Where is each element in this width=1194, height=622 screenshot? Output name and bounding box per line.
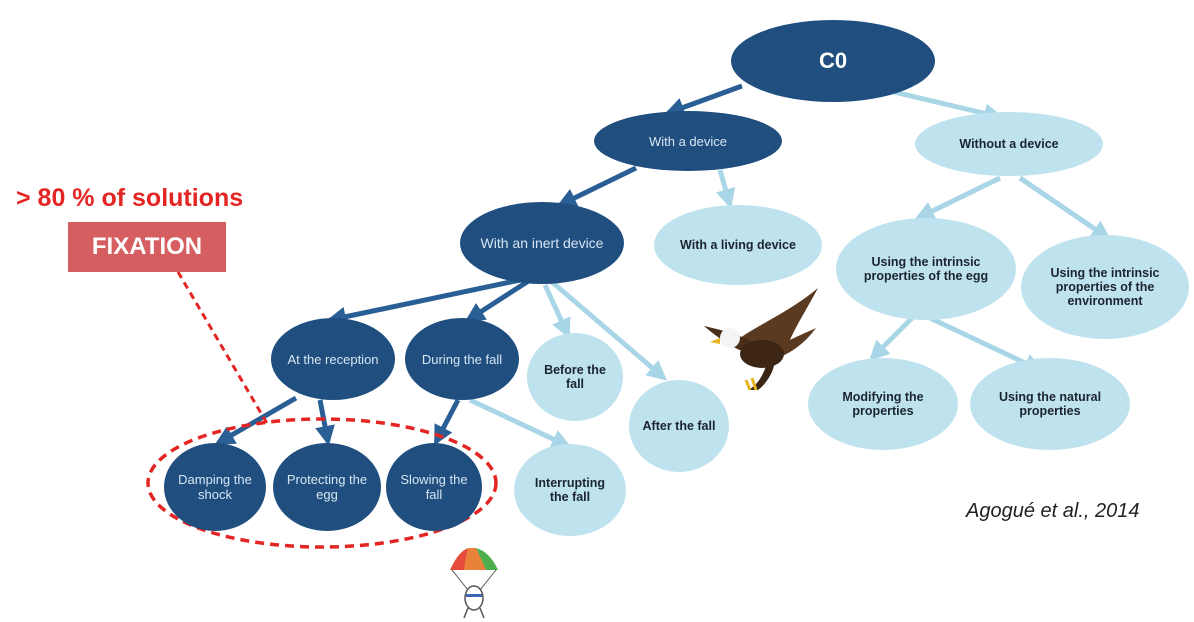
node-damping: Damping the shock bbox=[164, 443, 266, 531]
arrow-reception-protecting bbox=[315, 399, 335, 446]
node-interrupting: Interrupting the fall bbox=[514, 444, 626, 536]
parachute-egg-illustration bbox=[450, 548, 498, 619]
citation: Agogué et al., 2014 bbox=[966, 500, 1140, 522]
arrow-inert-during bbox=[464, 277, 532, 323]
node-modifying: Modifying the properties bbox=[808, 358, 958, 450]
node-intrinsic-egg: Using the intrinsic properties of the eg… bbox=[836, 218, 1016, 320]
node-during-fall: During the fall bbox=[405, 318, 519, 400]
eagle-illustration bbox=[704, 288, 818, 391]
node-protecting: Protecting the egg bbox=[273, 443, 381, 531]
node-slowing: Slowing the fall bbox=[386, 443, 482, 531]
node-with-device: With a device bbox=[594, 111, 782, 171]
arrow-egg-modifying bbox=[869, 316, 914, 361]
arrow-without-egg bbox=[914, 175, 1002, 221]
arrow-c0-with-device bbox=[664, 83, 743, 117]
node-c0: C0 bbox=[731, 20, 935, 102]
fixation-label: FIXATION bbox=[68, 222, 226, 272]
node-before-fall: Before the fall bbox=[527, 333, 623, 421]
node-intrinsic-env: Using the intrinsic properties of the en… bbox=[1021, 235, 1189, 339]
arrow-inert-before bbox=[542, 283, 571, 339]
solutions-share-text: > 80 % of solutions bbox=[16, 184, 244, 212]
arrow-inert-reception bbox=[326, 277, 521, 327]
arrow-without-env bbox=[1018, 175, 1112, 241]
node-living-device: With a living device bbox=[654, 205, 822, 285]
node-natural: Using the natural properties bbox=[970, 358, 1130, 450]
node-inert-device: With an inert device bbox=[460, 202, 624, 284]
arrow-with-device-inert bbox=[556, 165, 638, 208]
fixation-connector bbox=[176, 271, 270, 426]
node-after-fall: After the fall bbox=[629, 380, 729, 472]
fixation-ellipse bbox=[146, 417, 498, 549]
arrow-reception-damping bbox=[214, 395, 298, 446]
arrow-during-interrupting bbox=[468, 397, 572, 449]
arrow-with-device-living bbox=[715, 169, 736, 209]
node-at-reception: At the reception bbox=[271, 318, 395, 400]
node-without-device: Without a device bbox=[915, 112, 1103, 176]
arrow-inert-after bbox=[550, 280, 668, 381]
